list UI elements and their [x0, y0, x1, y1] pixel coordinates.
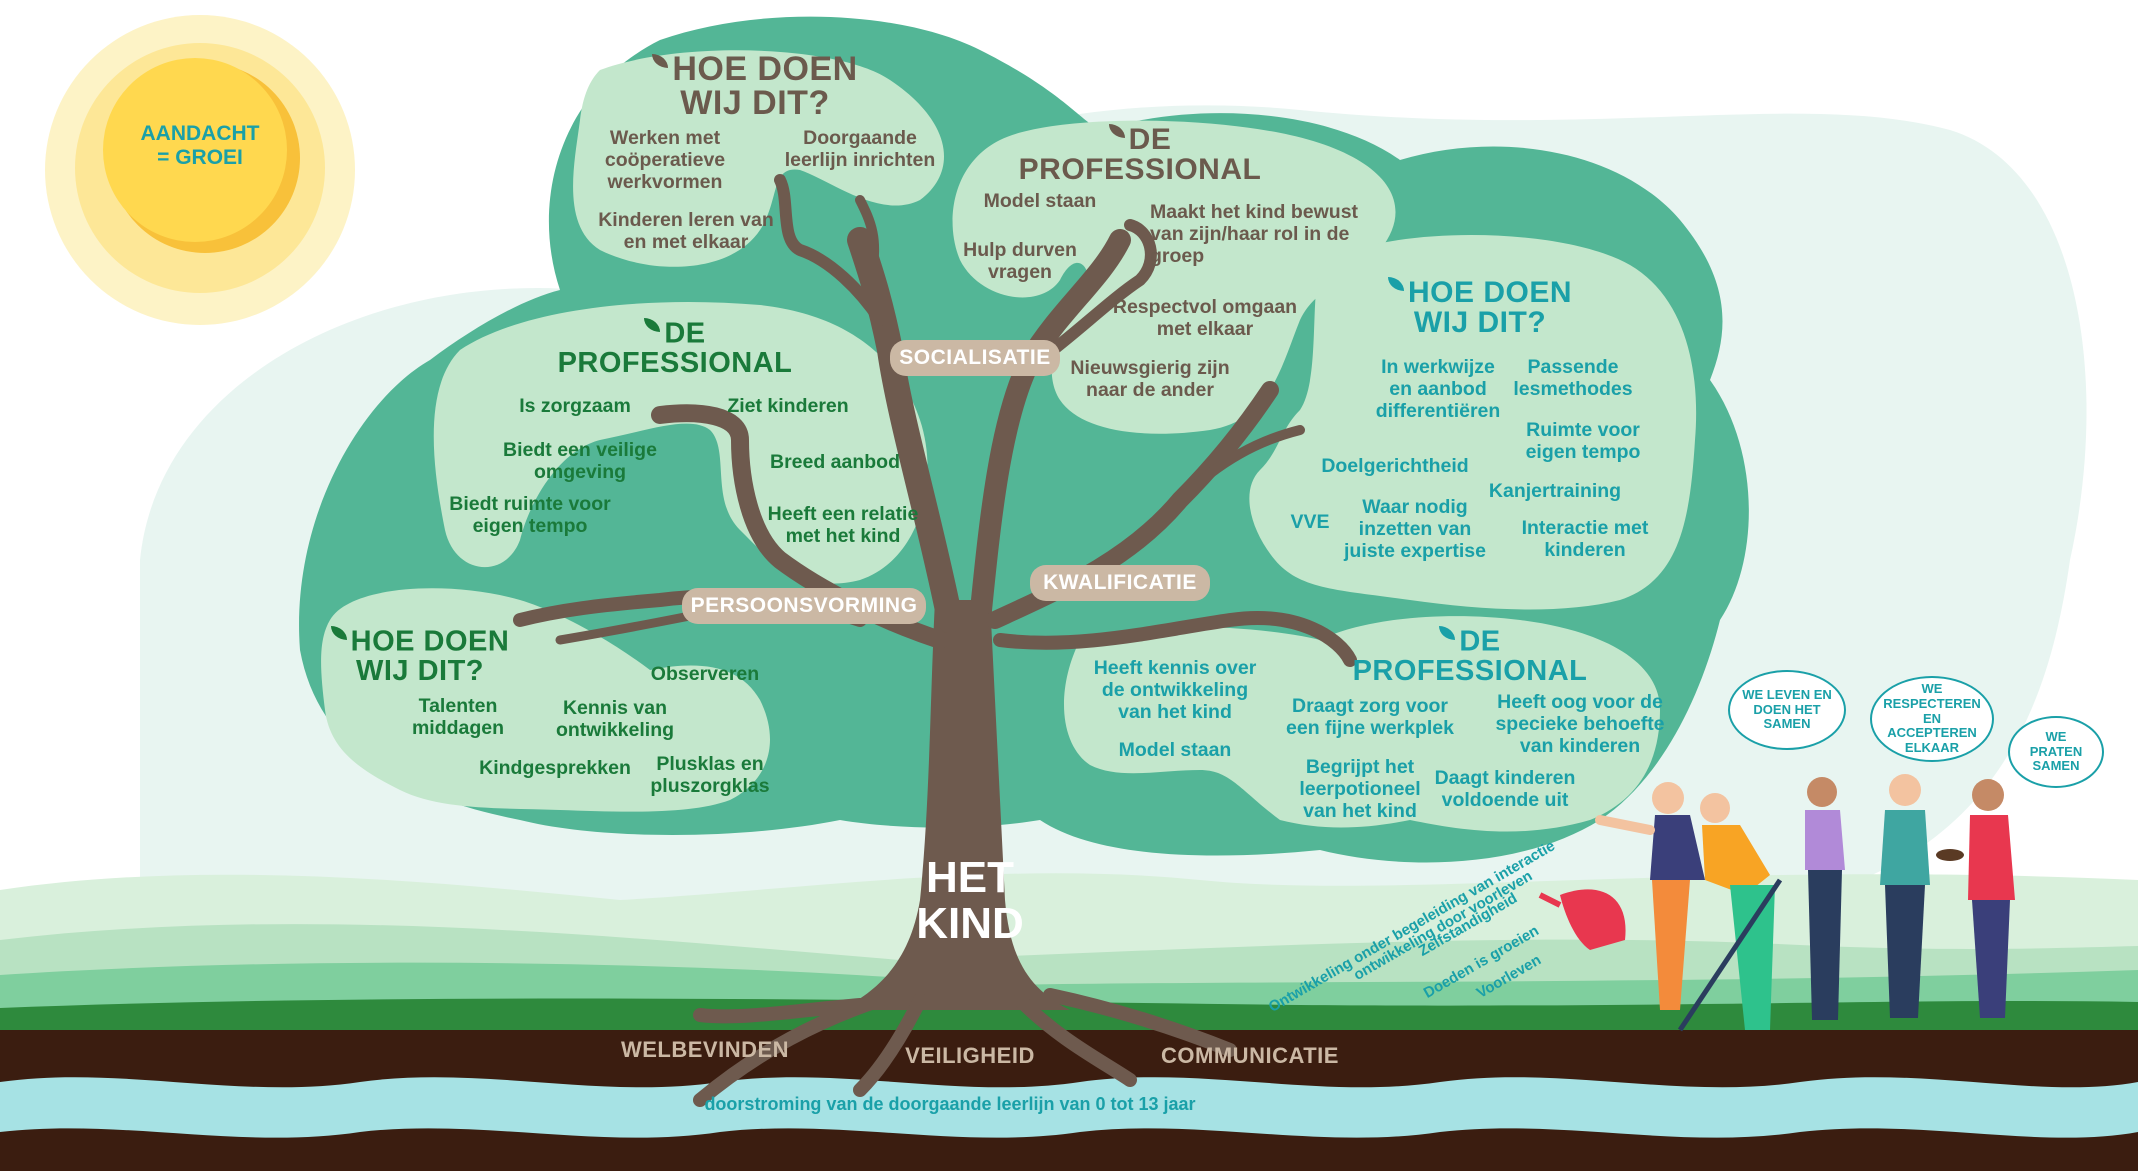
- root-veiligheid: VEILIGHEID: [905, 1043, 1035, 1068]
- pill-socialisatie: SOCIALISATIE: [890, 340, 1060, 376]
- hoe-right-item-5: Kanjertraining: [1488, 480, 1622, 502]
- root-welbevinden: WELBEVINDEN: [620, 1037, 790, 1062]
- prof-top-item-4: Respectvol omgaan met elkaar: [1112, 296, 1298, 340]
- prof-top-item-5: Nieuwsgierig zijn naar de ander: [1070, 357, 1230, 401]
- prof-right-item-4: Heeft oog voor de specieke behoefte van …: [1495, 691, 1665, 757]
- leaf-icon: [1439, 626, 1456, 640]
- blob-hoe-right: [1249, 235, 1697, 610]
- hoe-right-item-1: In werkwijze en aanbod differentiëren: [1375, 356, 1501, 422]
- leaf-icon: [1108, 124, 1125, 138]
- prof-left-item-1: Is zorgzaam: [519, 395, 631, 417]
- prof-top-item-1: Model staan: [983, 190, 1097, 212]
- hoe-left-title-line1: HOE DOEN: [350, 625, 510, 658]
- prof-left-title-line1: DE: [664, 317, 706, 350]
- hoe-right-title-line1: HOE DOEN: [1407, 276, 1573, 309]
- tree-trunk: [840, 600, 1070, 1010]
- pill-kwalificatie: KWALIFICATIE: [1030, 565, 1210, 601]
- sun-caption-line2: = GROEI: [157, 145, 243, 169]
- hoe-left-item-5: Plusklas en pluszorgklas: [650, 753, 770, 797]
- leaf-icon: [644, 318, 661, 332]
- hoe-right-item-2: Passende lesmethodes: [1513, 356, 1633, 400]
- tree-roots: [693, 988, 1237, 1107]
- prof-right-title: DE PROFESSIONAL: [1350, 626, 1590, 686]
- hoe-right-item-8: Interactie met kinderen: [1521, 517, 1649, 561]
- prof-right-title-line2: PROFESSIONAL: [1352, 654, 1588, 687]
- prof-right-item-5: Begrijpt het leerpotioneel van het kind: [1299, 756, 1421, 822]
- prof-top-title-line1: DE: [1128, 123, 1172, 156]
- hoe-left-item-1: Observeren: [650, 663, 760, 685]
- prof-right-item-1: Heeft kennis over de ontwikkeling van he…: [1093, 657, 1257, 723]
- leaf-icon: [330, 626, 347, 640]
- leaf-icon: [1387, 277, 1404, 291]
- hoe-left-title: HOE DOEN WIJ DIT?: [320, 626, 520, 686]
- leaf-icon: [652, 53, 669, 68]
- prof-right-title-line1: DE: [1459, 625, 1501, 658]
- pill-persoonsvorming: PERSOONSVORMING: [682, 588, 926, 624]
- hoe-top-title-line2: WIJ DIT?: [680, 84, 830, 122]
- hoe-left-title-line2: WIJ DIT?: [355, 654, 485, 687]
- blob-hoe-left: [321, 588, 770, 812]
- water-caption: doorstroming van de doorgaande leerlijn …: [704, 1094, 1196, 1114]
- prof-left-item-3: Biedt een veilige omgeving: [503, 439, 657, 483]
- speech-bubble-3: WE PRATEN SAMEN: [2008, 716, 2104, 788]
- sun-caption-line1: AANDACHT: [140, 122, 260, 145]
- grass-line: [0, 998, 2138, 1030]
- blob-hoe-top: [573, 50, 944, 267]
- speech-bubble-1: WE LEVEN EN DOEN HET SAMEN: [1728, 670, 1846, 750]
- hoe-top-item-2: Doorgaande leerlijn inrichten: [784, 127, 936, 171]
- prof-left-item-5: Biedt ruimte voor eigen tempo: [449, 493, 611, 537]
- blob-prof-right: [1063, 616, 1660, 832]
- hoe-right-title-line2: WIJ DIT?: [1413, 306, 1547, 339]
- root-communicatie: COMMUNICATIE: [1161, 1043, 1339, 1068]
- hoe-right-item-7: Waar nodig inzetten van juiste expertise: [1344, 496, 1486, 562]
- hoe-right-title: HOE DOEN WIJ DIT?: [1360, 277, 1600, 338]
- prof-right-item-6: Daagt kinderen voldoende uit: [1434, 767, 1576, 811]
- sun-caption: AANDACHT = GROEI: [100, 122, 300, 169]
- prof-top-title-line2: PROFESSIONAL: [1018, 153, 1262, 186]
- prof-top-item-3: Hulp durven vragen: [963, 239, 1077, 283]
- hoe-top-item-3: Kinderen leren van en met elkaar: [598, 209, 774, 253]
- hoe-top-item-1: Werken met coöperatieve werkvormen: [604, 127, 726, 193]
- blob-prof-left: [433, 302, 928, 584]
- trunk-label-line1: HET: [926, 853, 1014, 902]
- prof-left-title: DE PROFESSIONAL: [555, 318, 795, 378]
- hoe-right-item-3: Ruimte voor eigen tempo: [1525, 419, 1641, 463]
- hoe-left-item-3: Kennis van ontwikkeling: [555, 697, 675, 741]
- sun-core: [103, 58, 287, 242]
- prof-left-item-6: Heeft een relatie met het kind: [767, 503, 919, 547]
- trunk-label: HET KIND: [880, 853, 1060, 949]
- hoe-top-title-line1: HOE DOEN: [672, 50, 858, 88]
- water-stream: [0, 1077, 2138, 1138]
- hoe-left-item-2: Talenten middagen: [411, 695, 505, 739]
- hoe-top-title: HOE DOEN WIJ DIT?: [640, 52, 870, 120]
- prof-right-item-2: Model staan: [1118, 739, 1232, 761]
- hoe-left-item-4: Kindgesprekken: [479, 757, 631, 779]
- blob-prof-top: [952, 120, 1396, 434]
- prof-top-title: DE PROFESSIONAL: [1000, 124, 1280, 185]
- prof-right-item-3: Draagt zorg voor een fijne werkplek: [1286, 695, 1454, 739]
- people-illustration: [1538, 774, 2015, 1032]
- prof-left-item-2: Ziet kinderen: [727, 395, 849, 417]
- hoe-right-item-4: Doelgerichtheid: [1321, 455, 1469, 477]
- speech-bubble-2: WE RESPECTEREN EN ACCEPTEREN ELKAAR: [1870, 676, 1994, 762]
- trunk-label-line2: KIND: [916, 899, 1024, 949]
- hoe-right-item-6: VVE: [1290, 511, 1330, 533]
- prof-top-item-2: Maakt het kind bewust van zijn/haar rol …: [1150, 201, 1359, 267]
- prof-left-title-line2: PROFESSIONAL: [557, 346, 793, 379]
- prof-left-item-4: Breed aanbod: [769, 451, 901, 473]
